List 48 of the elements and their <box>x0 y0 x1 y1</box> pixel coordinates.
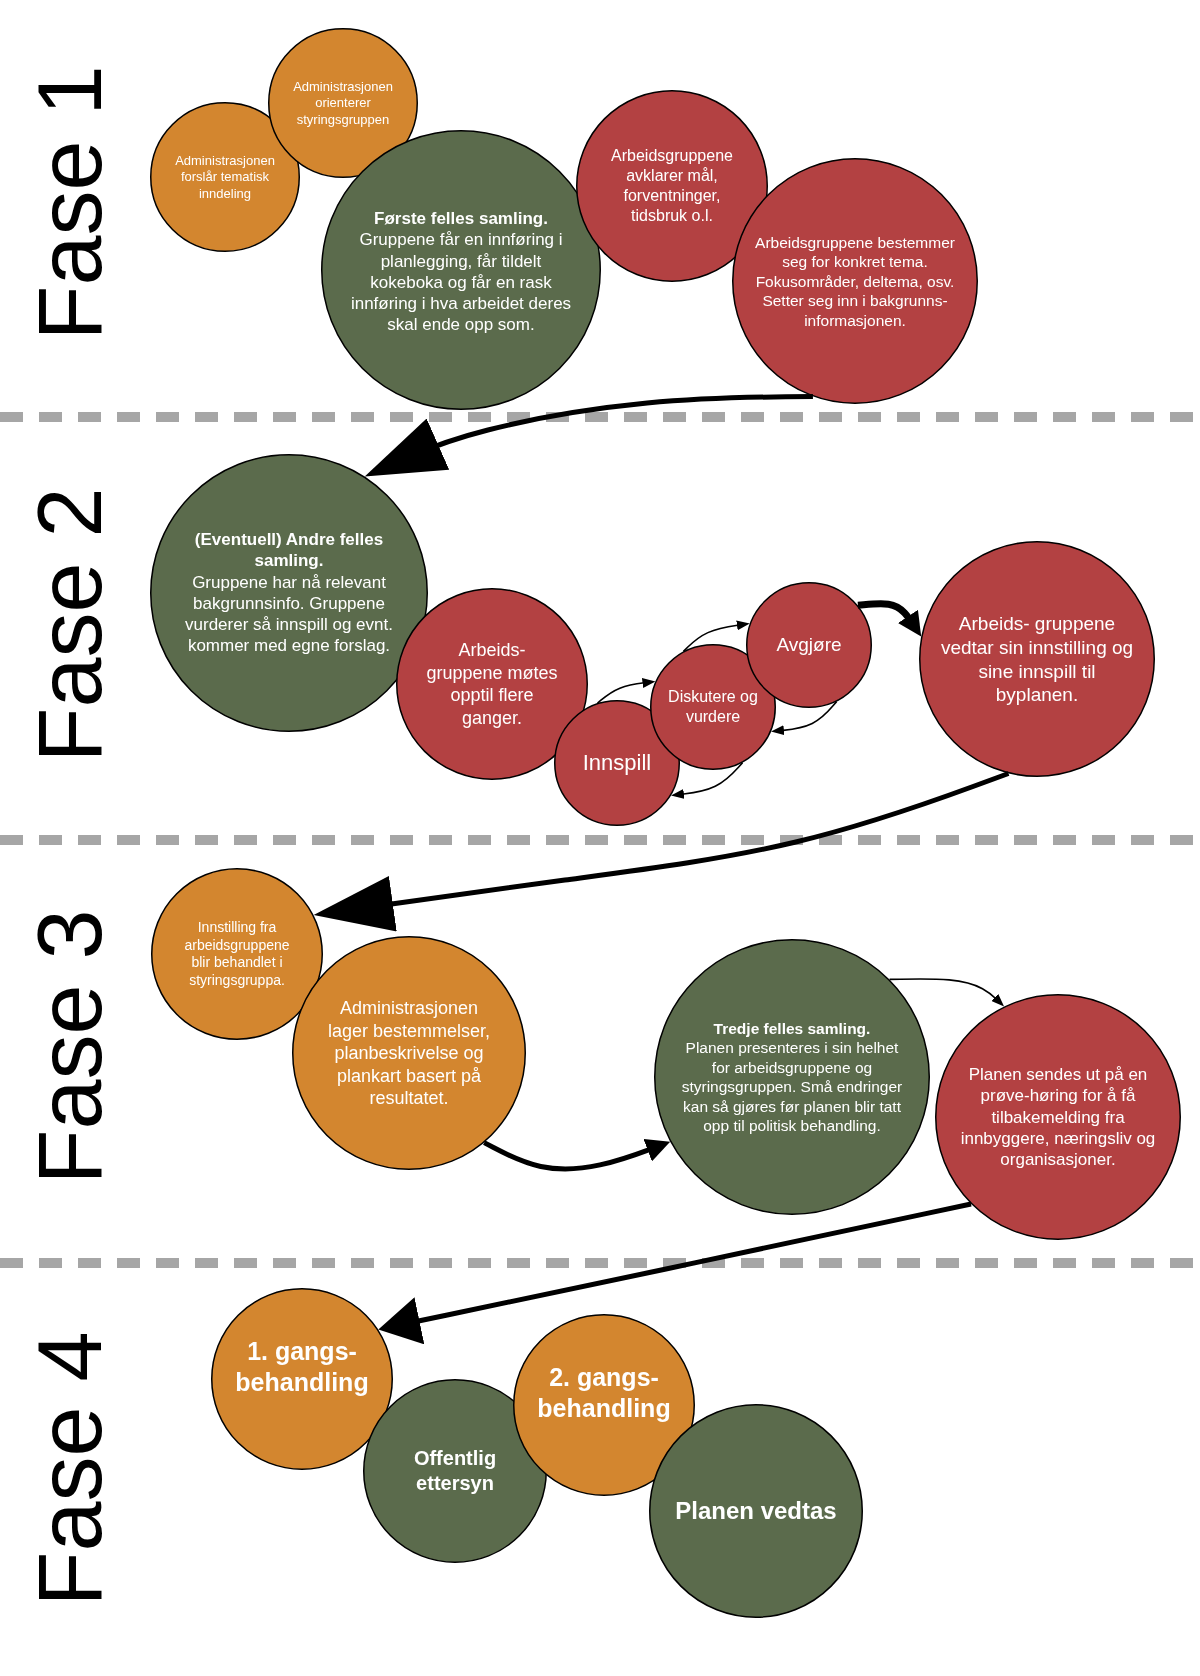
step-text: Planen sendes ut på en prøve-høring for å få tilbakemelding fra innbyggere, næringsliv og organisasjoner. <box>959 1063 1157 1171</box>
step-circle <box>292 936 526 1170</box>
arrow <box>857 600 922 637</box>
step-text: Arbeidsgruppene bestemmer seg for konkret tema. Fokusområder, deltema, osv. Setter seg inn i bakgrunns- informasjonen. <box>754 232 956 330</box>
arrow <box>771 700 838 736</box>
step-text: Administrasjonen orienterer styringsgruppen <box>292 78 394 128</box>
step-text: Innspill <box>582 749 652 777</box>
step-text: Arbeids- gruppene møtes opptil flere ganger. <box>425 639 559 729</box>
step-heading: Tredje felles samling. <box>713 1018 871 1039</box>
step-text: Administrasjonen forslår tematisk inndeling <box>174 152 276 202</box>
step-text: 1. gangs- behandling <box>234 1335 370 1398</box>
step-text: Offentlig ettersyn <box>412 1446 498 1496</box>
phase-label: Fase 4 <box>25 1331 115 1607</box>
step-text: 2. gangs- behandling <box>536 1361 672 1424</box>
phase-label: Fase 3 <box>25 909 115 1185</box>
step-circle <box>321 130 601 410</box>
step-heading: Første felles samling. <box>374 208 548 230</box>
phase-label: Fase 2 <box>25 487 115 763</box>
step-heading: (Eventuell) Andre felles samling. <box>193 529 385 572</box>
arrow <box>378 1201 972 1345</box>
step-text: Administrasjonen lager bestemmelser, planbeskrivelse og plankart basert på resultatet. <box>326 996 492 1110</box>
step-circle <box>919 541 1155 777</box>
step-circle <box>554 700 680 826</box>
arrow <box>682 620 750 653</box>
step-text: Arbeidsgruppene avklarer mål, forventninger, tidsbruk o.l. <box>610 146 734 226</box>
arrow <box>364 394 813 477</box>
step-text: Innstilling fra arbeidsgruppene blir behandlet i styringsgruppa. <box>183 919 291 989</box>
step-text: Gruppene har nå relevant bakgrunnsinfo. Gruppene vurderer så innspill og evnt. kommer med egne forslag. <box>184 571 394 657</box>
step-circle <box>732 158 978 404</box>
step-circle <box>650 644 776 770</box>
arrow <box>483 1138 671 1172</box>
step-text: Diskutere og vurdere <box>667 687 759 727</box>
step-text: Arbeids- gruppene vedtar sin innstilling og sine innspill til byplanen. <box>939 611 1135 707</box>
step-text: Planen presenteres i sin helhet for arbeidsgruppene og styringsgruppen. Små endringer kan så gjøres før planen blir tatt opp til politisk behandling. <box>680 1038 904 1136</box>
step-text: Avgjøre <box>776 633 842 657</box>
arrow <box>596 678 656 704</box>
step-circle <box>150 454 428 732</box>
step-text: Planen vedtas <box>675 1496 837 1526</box>
step-circle <box>654 939 930 1215</box>
phase-label: Fase 1 <box>25 65 115 341</box>
step-circle <box>935 994 1181 1240</box>
arrow <box>671 761 744 799</box>
arrow <box>888 978 1005 1007</box>
arrow <box>313 771 1010 932</box>
step-circle <box>513 1314 695 1496</box>
step-text: Gruppene får en innføring i planlegging, får tildelt kokeboka og får en rask innføring i hva arbeidet deres skal ende opp som. <box>349 229 573 336</box>
step-circle <box>211 1288 393 1470</box>
step-circle <box>151 868 323 1040</box>
